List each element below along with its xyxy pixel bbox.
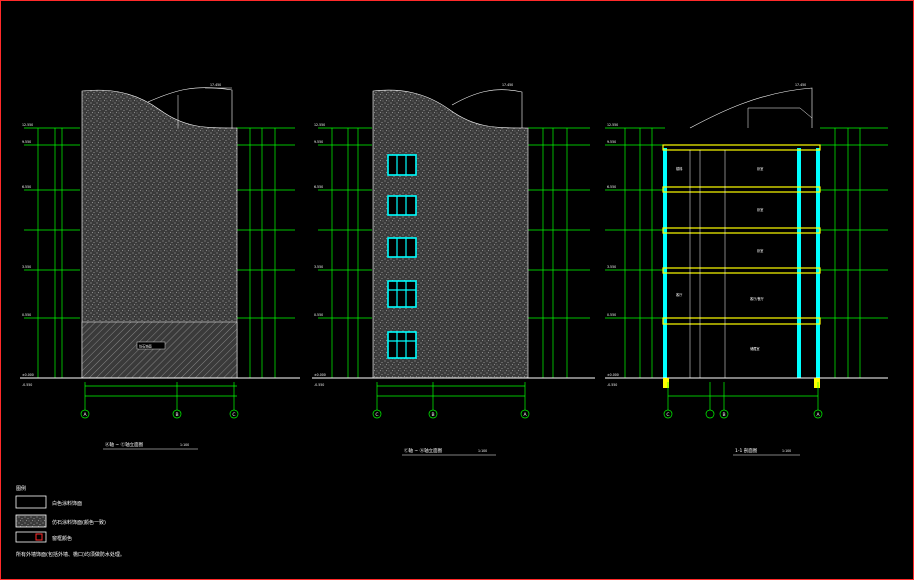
elevation-2-axis-c [372, 409, 382, 419]
section-room-6: 客厅/餐厅 [750, 296, 765, 301]
elevation-1-axis-a-label: A [83, 412, 87, 418]
elevation-2-axis-c-label: C [375, 412, 378, 418]
elevation-1-axis-b-label: B [175, 412, 178, 418]
elevation-1-axis-c [229, 409, 239, 419]
legend-item-1: 白色涂料饰面 [52, 500, 82, 507]
legend-item-3: 窗框颜色 [52, 535, 72, 542]
legend-title: 图例 [16, 485, 26, 492]
elevation-2-level-3: 6.550 [314, 185, 323, 189]
elevation-2-axis-b-label: B [431, 412, 434, 418]
section-room-7: 储藏室 [750, 346, 760, 351]
window-1f [387, 331, 417, 359]
section-scale: 1:100 [782, 449, 791, 453]
section-level-3: 6.550 [607, 185, 616, 189]
elevation-1-level-7: -0.550 [22, 383, 32, 387]
section-1-1: 17.450 楼梯 卧室 卧室 卧室 客厅 客厅/餐厅 储藏室 [605, 83, 888, 456]
section-axis-b1 [705, 409, 715, 419]
section-axis-a [813, 409, 823, 419]
legend-swatch-stone [15, 514, 47, 528]
section-axis-c-label: C [666, 412, 669, 418]
legend-swatch-white [15, 495, 47, 509]
section-room-4: 卧室 [757, 248, 763, 253]
section-axis-b [719, 409, 729, 419]
window-3f [387, 237, 417, 258]
section-level-2: 9.550 [607, 140, 616, 144]
elevation-2-level-1: 12.550 [314, 123, 325, 127]
elevation-1-level-2: 9.550 [22, 140, 31, 144]
elevation-2-level-5: 0.550 [314, 313, 323, 317]
section-right-dimensions [820, 127, 888, 379]
elevation-1-level-6: ±0.000 [22, 373, 34, 377]
window-4f [387, 195, 417, 216]
elevation-2-level-7: -0.550 [314, 383, 324, 387]
legend-note: 所有外墙饰面(包括外墙、檐口)均须做防水处理。 [16, 551, 125, 558]
elevation-2-top-note: 17.450 [502, 83, 513, 87]
window-2f [387, 280, 417, 308]
section-level-4: 3.550 [607, 265, 616, 269]
section-level-5: 0.550 [607, 313, 616, 317]
elevation-1-level-5: 0.550 [22, 313, 31, 317]
section-room-2: 卧室 [757, 166, 763, 171]
section-room-3: 卧室 [757, 207, 763, 212]
section-axis-a-label: A [816, 412, 820, 418]
elevation-1-left-dimensions [24, 127, 80, 379]
elevation-2-title: Ⓒ轴 ~ Ⓐ轴立面图 [404, 447, 443, 454]
elevation-1-level-1: 12.550 [22, 123, 33, 127]
elevation-2-level-4: 3.550 [314, 265, 323, 269]
window-5f [387, 154, 417, 176]
elevation-2-axis-b [428, 409, 438, 419]
elevation-2-roof-curve [451, 89, 523, 128]
legend: 图例 白色涂料饰面 仿石涂料饰面(颜色一致) 窗框颜色 所有外墙饰面(包括外墙、… [15, 485, 125, 558]
elevation-1-axis-a [80, 409, 90, 419]
section-axis-c [663, 409, 673, 419]
elevation-1-level-4: 3.550 [22, 265, 31, 269]
elevation-1-hatch-note: 仿石饰面 [139, 344, 152, 349]
elevation-1-right-dimensions [236, 127, 295, 379]
elevation-2-right-dimensions [528, 127, 590, 379]
elevation-1-title: Ⓐ轴 ~ Ⓒ轴立面图 [105, 441, 144, 448]
section-top-note: 17.450 [795, 83, 806, 87]
elevation-2: 17.450 12.550 9.550 6.550 3.550 0.550 ±0… [312, 83, 595, 456]
section-left-dimensions [605, 127, 665, 379]
elevation-1: 仿石饰面 17.450 12.550 9.550 6.550 3.550 0.5… [20, 83, 300, 450]
elevation-2-scale: 1:100 [478, 449, 487, 453]
elevation-2-axis-a [520, 409, 530, 419]
elevation-1-axis-c-label: C [232, 412, 235, 418]
elevation-1-axis-b [172, 409, 182, 419]
elevation-1-roof-curve [147, 87, 233, 128]
elevation-1-top-note: 17.450 [210, 83, 221, 87]
elevation-2-level-2: 9.550 [314, 140, 323, 144]
elevation-1-facade [81, 89, 238, 379]
elevation-1-hatch-zone [81, 321, 238, 379]
elevation-2-axis-a-label: A [523, 412, 527, 418]
section-title: 1-1 剖面图 [735, 447, 758, 454]
elevation-2-windows [387, 154, 417, 359]
elevation-2-left-dimensions [318, 127, 372, 379]
section-floor-slabs [662, 144, 821, 325]
section-room-5: 客厅 [676, 292, 683, 297]
legend-swatch-window [15, 531, 47, 543]
legend-item-2: 仿石涂料饰面(颜色一致) [52, 519, 106, 526]
section-roof-curve [689, 87, 813, 129]
section-axis-b-label: B [722, 412, 725, 418]
section-level-6: ±0.000 [607, 373, 619, 377]
elevation-1-scale: 1:100 [180, 443, 189, 447]
section-level-7: -0.550 [607, 383, 617, 387]
elevation-2-level-6: ±0.000 [314, 373, 326, 377]
section-level-1: 12.550 [607, 123, 618, 127]
section-room-1: 楼梯 [676, 166, 683, 171]
section-walls [663, 148, 820, 378]
elevation-1-level-3: 6.550 [22, 185, 31, 189]
